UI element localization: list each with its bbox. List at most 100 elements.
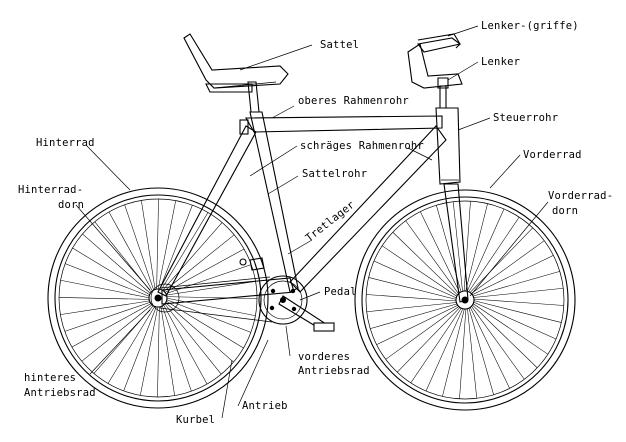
spoke — [165, 299, 251, 333]
label-vorderrad-dorn-line1: Vorderrad- — [548, 190, 613, 202]
label-antrieb: Antrieb — [242, 400, 288, 412]
spoke — [159, 205, 193, 291]
label-steuerrohr: Steuerrohr — [493, 112, 558, 124]
spoke — [472, 298, 564, 306]
label-sattelrohr: Sattelrohr — [302, 168, 367, 180]
spoke — [376, 304, 459, 345]
spoke — [373, 260, 458, 299]
spoke — [58, 297, 151, 300]
diagram-labels: Sattel Lenker-(griffe) Lenker oberes Rah… — [18, 20, 613, 426]
spoke — [72, 247, 151, 296]
leader-lines — [75, 25, 549, 419]
label-hinterrad-dorn-line2: dorn — [58, 199, 84, 211]
spoke — [165, 281, 256, 296]
label-lenker-griffe: Lenker-(griffe) — [481, 20, 579, 32]
spoke — [366, 302, 458, 313]
spoke — [470, 240, 545, 295]
spoke — [64, 301, 152, 332]
spoke — [160, 305, 175, 396]
spoke — [466, 208, 505, 293]
spoke — [165, 296, 258, 299]
spoke — [81, 303, 154, 362]
spoke — [60, 280, 151, 299]
spoke — [71, 302, 153, 348]
spoke — [162, 234, 235, 293]
label-oberes-rahmenrohr: oberes Rahmenrohr — [298, 95, 409, 107]
spoke — [366, 294, 458, 302]
front-wheel — [354, 189, 576, 411]
spoke — [160, 212, 209, 291]
label-pedal: Pedal — [324, 286, 357, 298]
spoke — [124, 204, 155, 292]
label-tretlager: Tretlager — [303, 199, 357, 245]
saddle — [183, 33, 289, 93]
spoke — [82, 233, 152, 295]
spoke — [465, 203, 488, 293]
spoke — [164, 264, 252, 295]
label-vorderrad-dorn-line2: dorn — [552, 205, 578, 217]
spoke — [397, 306, 461, 373]
spoke — [60, 300, 151, 315]
spoke — [463, 201, 471, 293]
spoke — [471, 255, 554, 296]
spoke — [165, 300, 244, 349]
spoke — [123, 305, 157, 391]
spoke — [442, 307, 465, 397]
label-sattel: Sattel — [320, 39, 359, 51]
spoke — [459, 307, 467, 399]
drivetrain — [150, 257, 335, 332]
spoke — [472, 271, 560, 297]
spoke — [472, 301, 557, 340]
spoke — [107, 305, 156, 384]
spoke — [469, 306, 510, 389]
spoke — [470, 305, 525, 380]
spoke — [469, 227, 533, 294]
rear-wheel — [47, 187, 269, 409]
spoke — [65, 263, 151, 297]
spoke — [405, 220, 460, 295]
label-schraeges-rahmenrohr: schräges Rahmenrohr — [300, 140, 424, 152]
spoke — [161, 222, 223, 292]
spoke — [420, 211, 461, 294]
spoke — [472, 287, 564, 298]
label-vorderes-antriebsrad-line2: Antriebsrad — [298, 365, 370, 377]
spoke — [370, 303, 458, 329]
spoke — [368, 277, 458, 300]
front-wheel-spokes — [366, 201, 564, 399]
spoke — [141, 200, 156, 291]
spoke — [157, 200, 176, 291]
label-kurbel: Kurbel — [176, 414, 215, 426]
label-hinterrad-dorn-line1: Hinterrad- — [18, 184, 83, 196]
rear-wheel-spokes — [58, 198, 258, 398]
spoke — [425, 307, 464, 392]
spoke — [472, 302, 549, 355]
spoke — [471, 304, 538, 368]
spoke — [410, 307, 463, 384]
label-hinteres-antriebsrad-line2: Antriebsrad — [24, 387, 96, 399]
label-vorderes-antriebsrad-line1: vorderes — [298, 351, 350, 363]
spoke — [467, 216, 520, 293]
label-vorderrad: Vorderrad — [523, 149, 582, 161]
spoke — [156, 198, 159, 291]
label-lenker: Lenker — [481, 56, 520, 68]
spoke — [467, 307, 478, 399]
spoke — [161, 304, 192, 392]
spoke — [472, 300, 562, 323]
spoke — [381, 245, 458, 298]
spoke — [157, 305, 160, 398]
spoke — [162, 303, 208, 385]
spoke — [140, 305, 159, 396]
spoke — [468, 307, 494, 395]
spoke — [452, 201, 463, 293]
spoke — [163, 248, 245, 294]
spoke — [385, 305, 460, 360]
spoke — [164, 301, 234, 363]
spoke — [163, 302, 222, 375]
spoke — [108, 211, 154, 293]
handlebar — [407, 33, 463, 109]
spoke — [165, 297, 256, 316]
spoke — [392, 232, 459, 296]
label-hinterrad: Hinterrad — [36, 137, 95, 149]
